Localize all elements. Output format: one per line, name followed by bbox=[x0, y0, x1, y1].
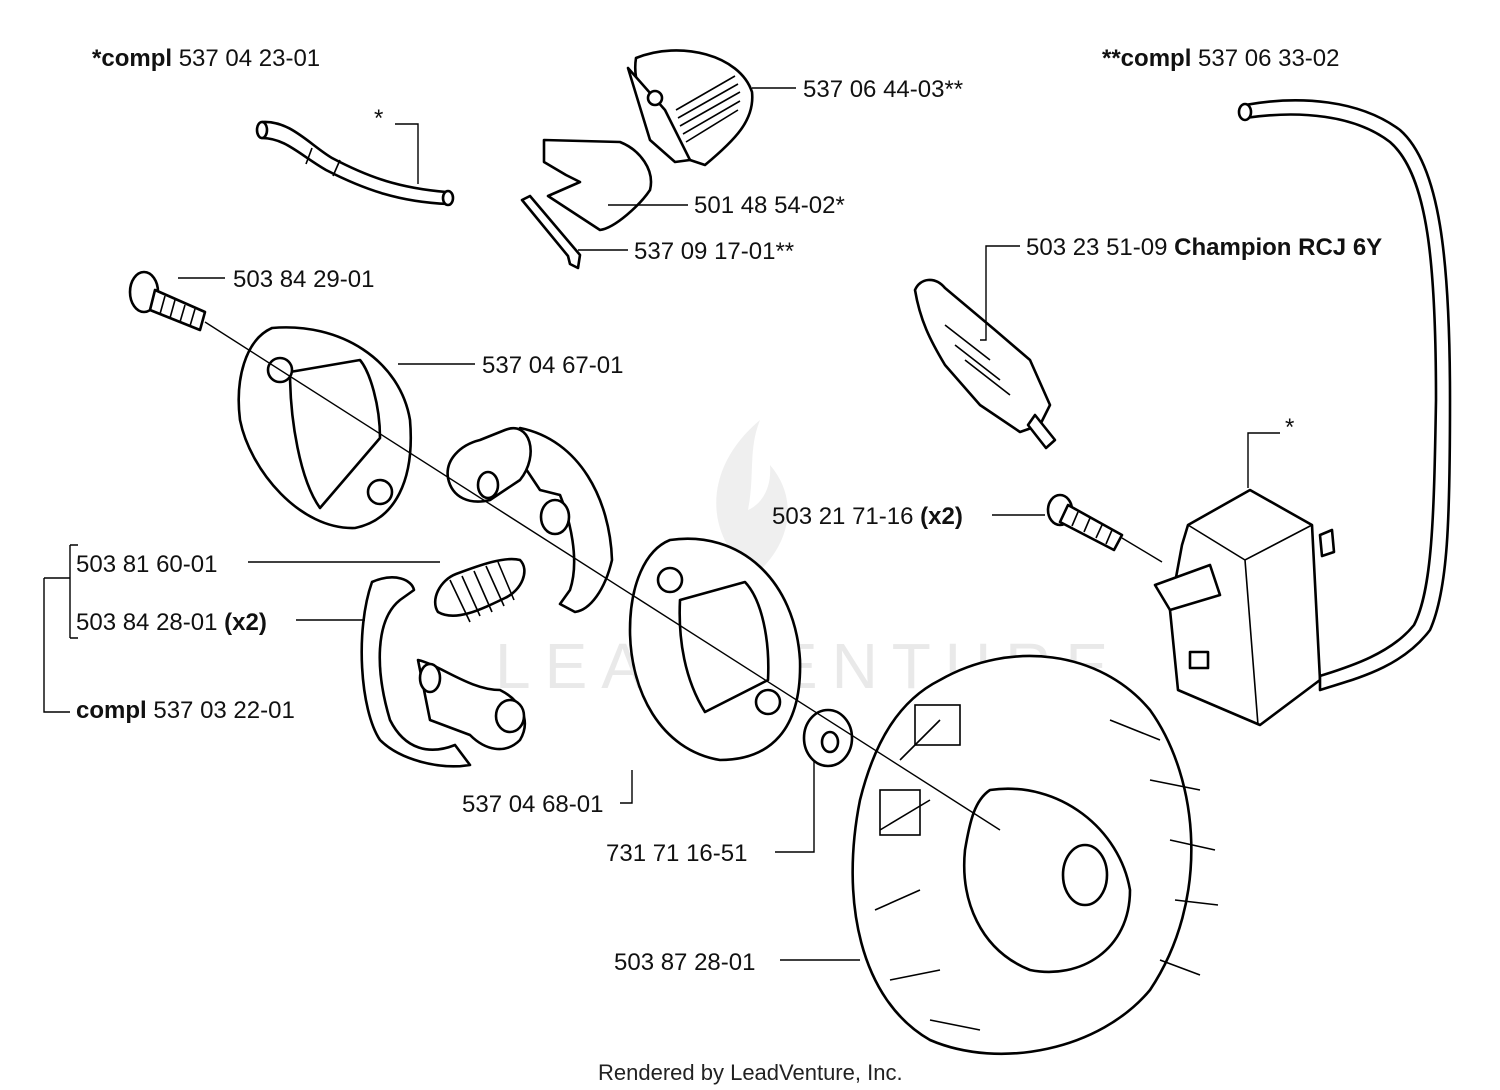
shoe-label: 503 84 28-01 (x2) bbox=[76, 609, 267, 636]
screw-part-number: 503 84 29-01 bbox=[233, 266, 374, 293]
clutch-plate-bottom bbox=[628, 537, 802, 762]
spark-plug-label: 503 23 51-09 Champion RCJ 6Y bbox=[1026, 234, 1382, 261]
module-mark: * bbox=[1285, 414, 1294, 441]
wire-clip-part bbox=[520, 194, 582, 270]
footer-credit: Rendered by LeadVenture, Inc. bbox=[598, 1060, 903, 1085]
clutch-plate-top-number: 537 04 67-01 bbox=[482, 352, 623, 379]
compl-number: 537 03 22-01 bbox=[153, 697, 294, 724]
clutch-spring bbox=[433, 557, 526, 623]
cover-part bbox=[626, 49, 754, 167]
plate-part-number: 501 48 54-02* bbox=[694, 192, 845, 219]
assembly-axis-line bbox=[204, 321, 1163, 831]
cover-part-number: 537 06 44-03** bbox=[803, 76, 963, 103]
spark-plug-number: 503 23 51-09 bbox=[1026, 234, 1167, 261]
compl-label-top-left: *compl 537 04 23-01 bbox=[92, 45, 320, 72]
compl-prefix: *compl bbox=[92, 45, 172, 72]
ignition-lead bbox=[1237, 99, 1452, 692]
washer-part-number: 731 71 16-51 bbox=[606, 840, 747, 867]
ignition-module-part bbox=[1153, 488, 1336, 727]
flame-logo-icon bbox=[716, 420, 788, 575]
leader-lines bbox=[43, 87, 1280, 961]
shoe-number: 503 84 28-01 bbox=[76, 609, 217, 636]
module-screw-label: 503 21 71-16 (x2) bbox=[772, 503, 963, 530]
hose-mark: * bbox=[374, 105, 383, 132]
fuel-hose-short bbox=[255, 120, 455, 207]
plate-part bbox=[542, 138, 653, 232]
compl-prefix: compl bbox=[76, 697, 147, 724]
module-screw-qty: (x2) bbox=[920, 503, 963, 530]
compl-prefix: **compl bbox=[1102, 45, 1191, 72]
spark-plug-part bbox=[913, 278, 1057, 450]
module-screw-part bbox=[1046, 493, 1124, 552]
washer-part bbox=[802, 708, 854, 768]
flywheel-part bbox=[851, 654, 1219, 1056]
spark-plug-note: Champion RCJ 6Y bbox=[1174, 234, 1382, 261]
shoe-qty: (x2) bbox=[224, 609, 267, 636]
clutch-compl-label: compl 537 03 22-01 bbox=[76, 697, 295, 724]
clutch-plate-bottom-number: 537 04 68-01 bbox=[462, 791, 603, 818]
screw-part bbox=[128, 270, 207, 332]
compl-label-top-right: **compl 537 06 33-02 bbox=[1102, 45, 1340, 72]
clutch-shoe-bottom bbox=[360, 576, 526, 768]
flywheel-part-number: 503 87 28-01 bbox=[614, 949, 755, 976]
compl-number: 537 04 23-01 bbox=[179, 45, 320, 72]
compl-number: 537 06 33-02 bbox=[1198, 45, 1339, 72]
module-screw-number: 503 21 71-16 bbox=[772, 503, 913, 530]
wire-clip-part-number: 537 09 17-01** bbox=[634, 238, 794, 265]
spring-part-number: 503 81 60-01 bbox=[76, 551, 217, 578]
clutch-plate-top bbox=[237, 326, 413, 530]
